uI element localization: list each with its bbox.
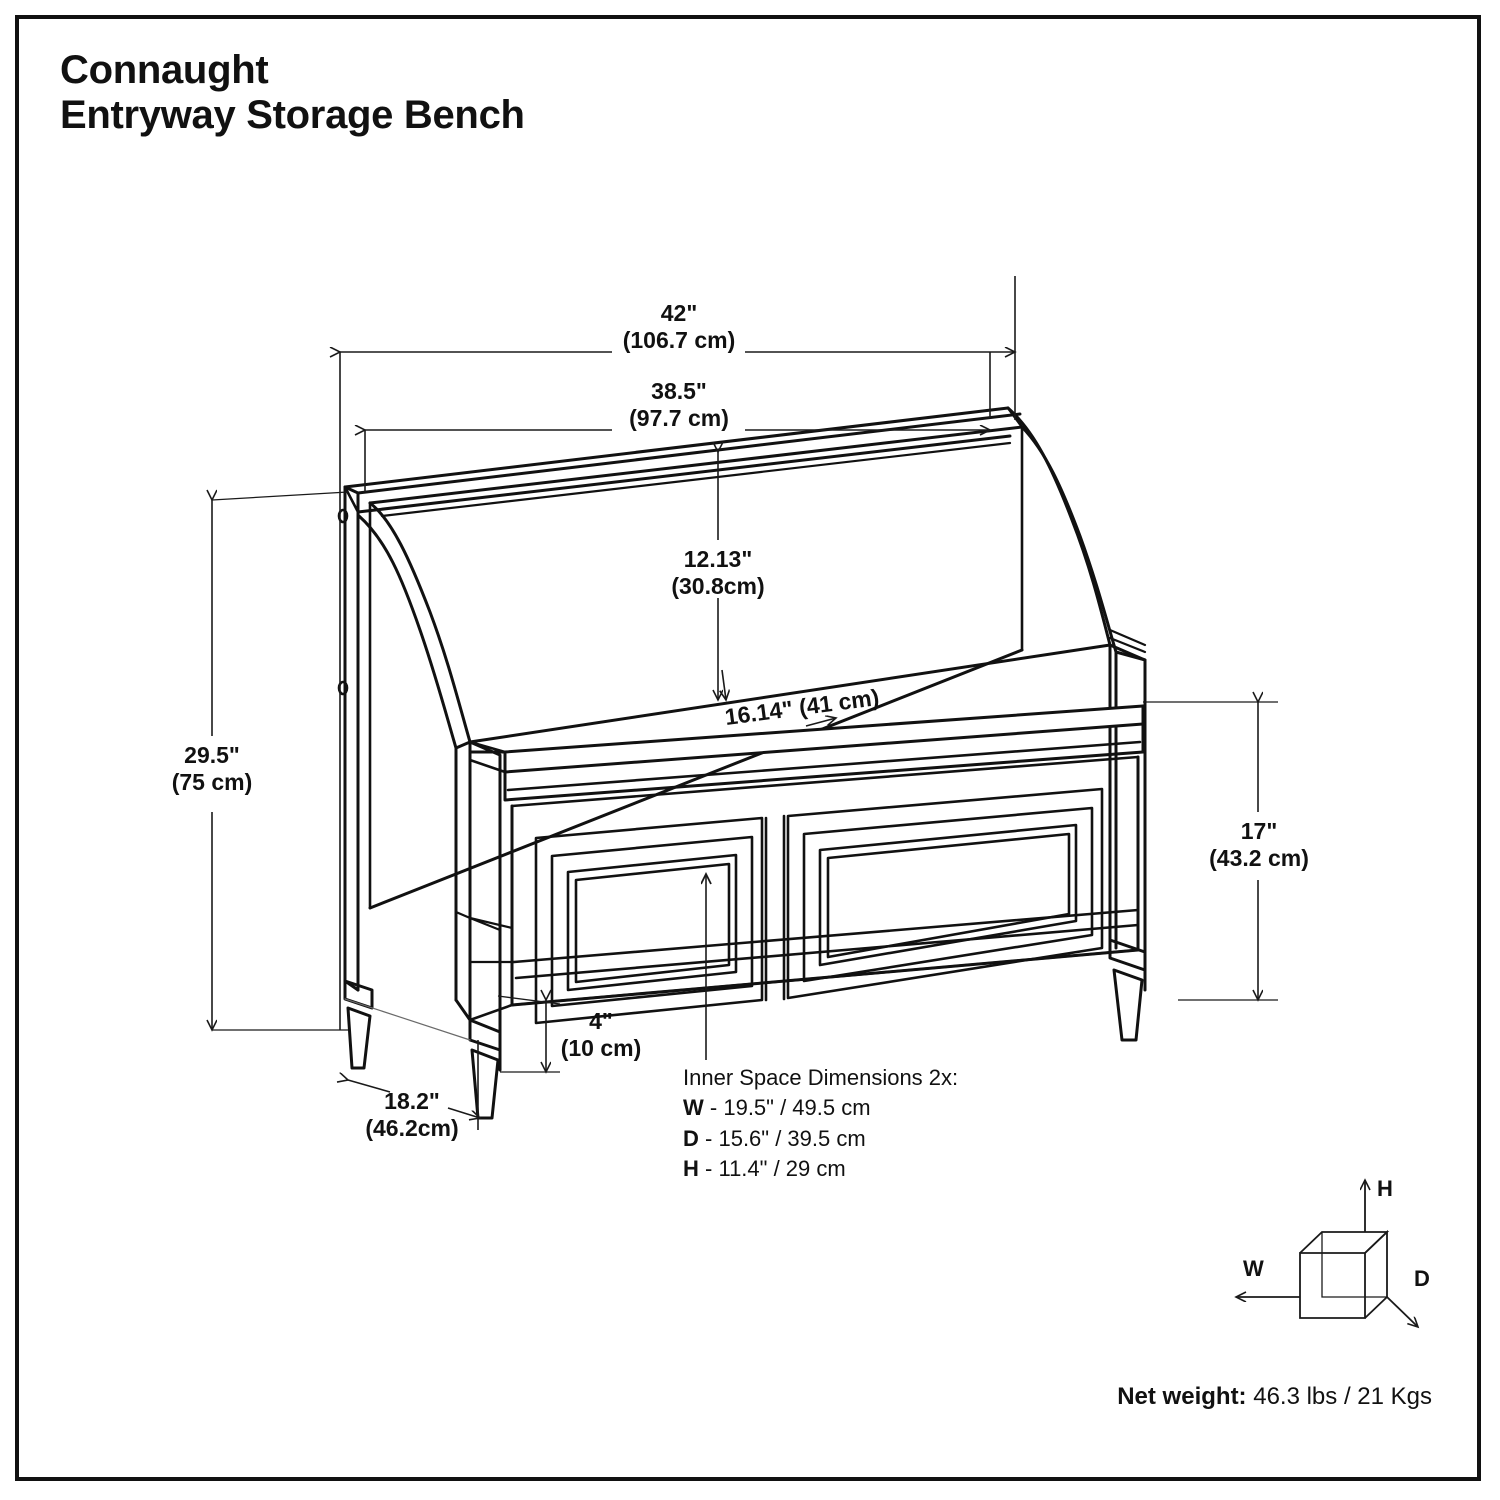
dim-leg-height [497, 996, 561, 1072]
net-weight-value: 46.3 lbs / 21 Kgs [1253, 1383, 1432, 1410]
inner-space-row-w: W - 19.5" / 49.5 cm [683, 1093, 958, 1123]
dim-label-overall-width: 42" (106.7 cm) [613, 300, 745, 354]
back-height-imperial: 12.13" [683, 546, 753, 572]
dim-overall-height [212, 492, 349, 1030]
inner-space-key-w: W [683, 1095, 704, 1121]
right-arm-post-seam [1108, 628, 1147, 654]
dim-label-back-width: 38.5" (97.7 cm) [612, 378, 746, 432]
inner-space-heading: Inner Space Dimensions 2x: [683, 1065, 959, 1090]
right-arm [1006, 406, 1147, 992]
inner-space-sep-h: - [705, 1156, 713, 1182]
inner-space-row-h: H - 11.4" / 29 cm [683, 1154, 958, 1184]
inner-space-sep-w: - [709, 1095, 718, 1121]
inner-space-value-h: 11.4" / 29 cm [718, 1156, 846, 1182]
dim-label-back-height: 12.13" (30.8cm) [655, 546, 781, 600]
dim-seat-height [1143, 702, 1278, 1000]
inner-space-value-w: 19.5" / 49.5 cm [723, 1095, 871, 1121]
door-center-stile [764, 814, 786, 1002]
dim-label-overall-depth: 18.2" (46.2cm) [345, 1088, 479, 1142]
leg-front-right [1108, 938, 1147, 1042]
left-arm [357, 501, 502, 1072]
seat-height-imperial: 17" [1240, 818, 1278, 844]
leg-height-metric: (10 cm) [560, 1034, 642, 1061]
inner-space-sep-d: - [705, 1125, 713, 1151]
backrest-inner-seam [380, 441, 1012, 518]
dim-seat-depth [722, 669, 836, 727]
dim-label-seat-height: 17" (43.2 cm) [1190, 818, 1328, 872]
back-height-metric: (30.8cm) [671, 572, 765, 599]
inner-space-key-d: D [683, 1125, 699, 1151]
page-title: Connaught Entryway Storage Bench [60, 48, 525, 138]
seat-lid [468, 643, 1145, 802]
dim-label-overall-height: 29.5" (75 cm) [152, 742, 272, 796]
inner-space-row-d: D - 15.6" / 39.5 cm [683, 1124, 958, 1154]
overall-width-imperial: 42" [660, 300, 698, 326]
axis-label-width: W [1243, 1256, 1264, 1281]
bench-illustration [337, 406, 1147, 1120]
dim-label-leg-height: 4" (10 cm) [551, 1008, 651, 1062]
inner-space-key-h: H [683, 1156, 699, 1182]
overall-height-imperial: 29.5" [184, 742, 240, 768]
overall-width-metric: (106.7 cm) [622, 326, 736, 353]
hinge-detail [337, 508, 349, 696]
storage-door-left [534, 816, 764, 1025]
dim-back-width [365, 352, 990, 492]
leg-front-left [468, 1018, 502, 1120]
leg-height-imperial: 4" [589, 1008, 613, 1034]
floor-reference [344, 998, 471, 1041]
axis-label-height: H [1377, 1176, 1393, 1201]
dim-overall-depth [348, 1040, 480, 1130]
backrest-top-rail [343, 406, 1024, 514]
leg-rear-left [343, 979, 374, 1070]
overall-depth-imperial: 18.2" [384, 1088, 440, 1114]
inner-space-dimensions: Inner Space Dimensions 2x: W - 19.5" / 4… [683, 1063, 958, 1184]
back-width-metric: (97.7 cm) [629, 404, 729, 431]
net-weight-label: Net weight: [1117, 1383, 1247, 1410]
back-panel-left-edge [343, 485, 360, 992]
seat-height-metric: (43.2 cm) [1209, 844, 1309, 871]
overall-height-metric: (75 cm) [171, 768, 253, 795]
seat-lid-front-edge [506, 740, 1142, 808]
inner-space-value-d: 15.6" / 39.5 cm [718, 1125, 866, 1151]
back-width-imperial: 38.5" [651, 378, 707, 404]
product-title-line-1: Connaught [60, 48, 269, 92]
dimension-lines [212, 276, 1278, 1130]
seat-left-return [468, 740, 507, 774]
axis-label-depth: D [1414, 1266, 1430, 1291]
backrest-panel [368, 425, 1024, 910]
overall-depth-metric: (46.2cm) [365, 1114, 459, 1141]
case-left-return [468, 916, 516, 1022]
storage-door-right [786, 787, 1104, 1000]
axis-legend-cube [1236, 1180, 1418, 1327]
product-title-line-2: Entryway Storage Bench [60, 92, 525, 137]
net-weight: Net weight: 46.3 lbs / 21 Kgs [1117, 1383, 1432, 1411]
dim-overall-width [340, 276, 1015, 1030]
